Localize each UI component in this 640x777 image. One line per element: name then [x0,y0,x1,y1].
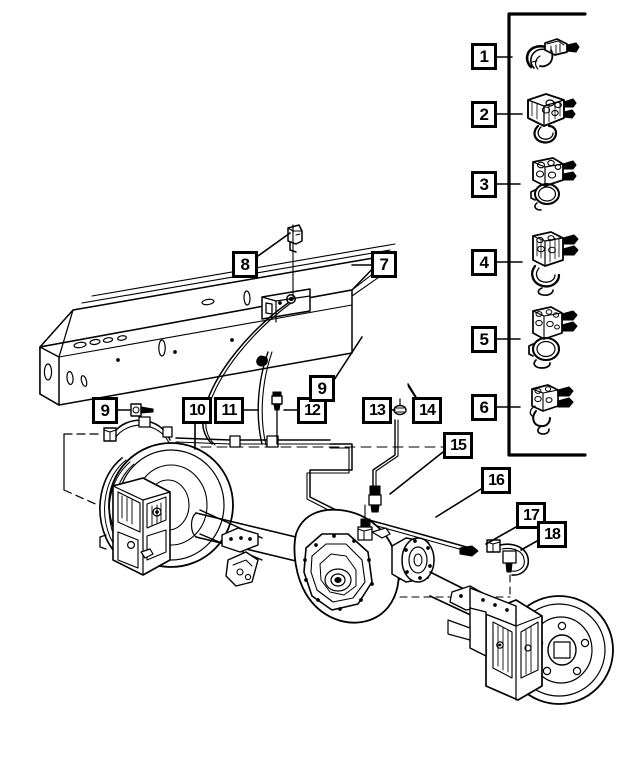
part-illustration-6 [529,384,574,435]
part-illustration-3 [530,157,577,211]
callout-9-left[interactable]: 9 [92,397,118,424]
rear-axle-housing [190,504,493,626]
part-illustration-4 [531,231,579,296]
callout-12[interactable]: 12 [297,397,327,424]
parts-column-bracket [507,12,587,457]
callout-3[interactable]: 3 [471,171,497,198]
banjo-bolt [393,398,407,416]
callout-13[interactable]: 13 [362,397,392,424]
retainer-clip [287,224,303,253]
callout-5[interactable]: 5 [471,326,497,353]
callout-11[interactable]: 11 [214,397,244,424]
callout-2[interactable]: 2 [471,101,497,128]
callout-15[interactable]: 15 [443,432,473,459]
leader-lines [117,56,538,551]
callout-14[interactable]: 14 [412,397,442,424]
callout-4[interactable]: 4 [471,249,497,276]
part-illustration-5 [528,306,578,369]
callout-18[interactable]: 18 [537,521,567,548]
drum-brake-left-assembly [99,442,263,576]
callout-8[interactable]: 8 [232,251,258,278]
callout-9-center[interactable]: 9 [309,375,335,402]
callout-1[interactable]: 1 [471,43,497,70]
callout-10[interactable]: 10 [182,397,212,424]
part-illustration-2 [527,93,577,144]
callout-16[interactable]: 16 [481,467,511,494]
callout-6[interactable]: 6 [471,394,497,421]
disc-brake-right-assembly [447,587,614,705]
brake-tube-network [63,302,530,598]
callout-7[interactable]: 7 [371,251,397,278]
bolt-screw-left [130,403,154,417]
part-illustration-1 [525,38,580,70]
